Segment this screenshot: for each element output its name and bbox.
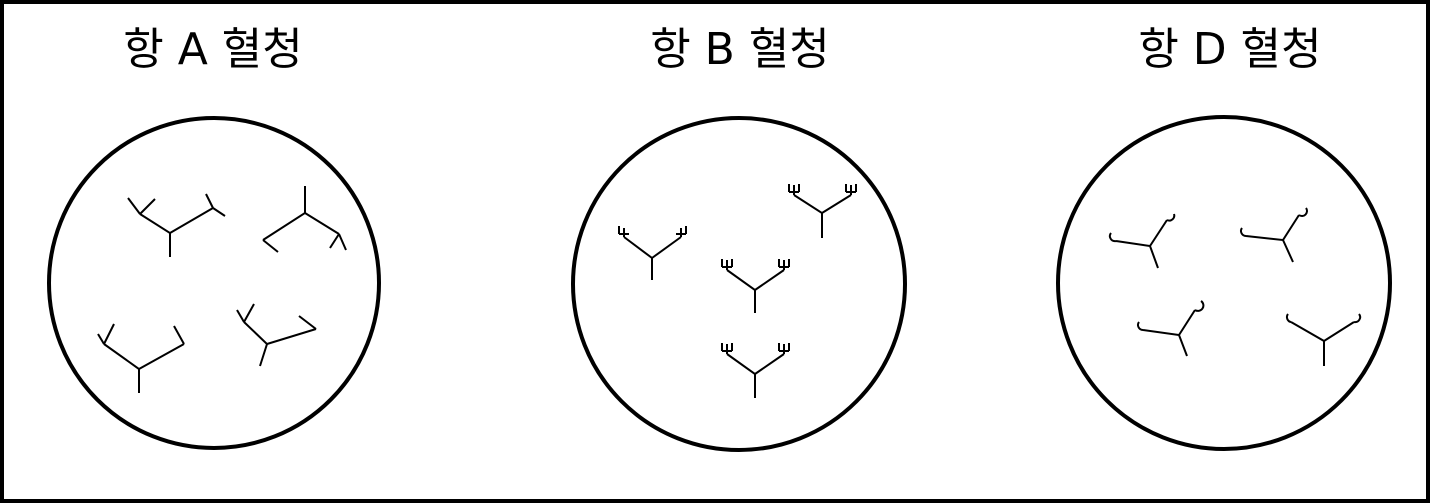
antibody-anti-a (262, 186, 347, 253)
antibody-anti-d (1108, 213, 1176, 269)
antibody-anti-a (97, 323, 185, 393)
antibody-anti-b (618, 226, 687, 280)
antibody-anti-b (721, 343, 790, 398)
panel-title-anti-b: 항 B 혈청 (650, 24, 830, 75)
panel-anti-d (1056, 115, 1392, 451)
antibody-anti-a (127, 193, 226, 257)
antibody-anti-d (1285, 313, 1362, 366)
antibody-anti-d (1240, 207, 1308, 263)
panel-anti-b (571, 116, 907, 452)
antibody-anti-b (788, 184, 857, 238)
panel-anti-a (47, 116, 381, 450)
panel-title-anti-d: 항 D 혈청 (1138, 24, 1322, 75)
antibody-anti-a (236, 303, 317, 367)
serum-circle-anti-a (47, 116, 381, 450)
antibody-anti-b (721, 259, 790, 313)
serum-circle-anti-b (571, 116, 907, 452)
serum-diagram (47, 115, 1392, 452)
panel-title-anti-a: 항 A 혈청 (123, 24, 303, 75)
serum-circle-anti-d (1056, 115, 1392, 451)
antibody-anti-d (1137, 300, 1205, 357)
